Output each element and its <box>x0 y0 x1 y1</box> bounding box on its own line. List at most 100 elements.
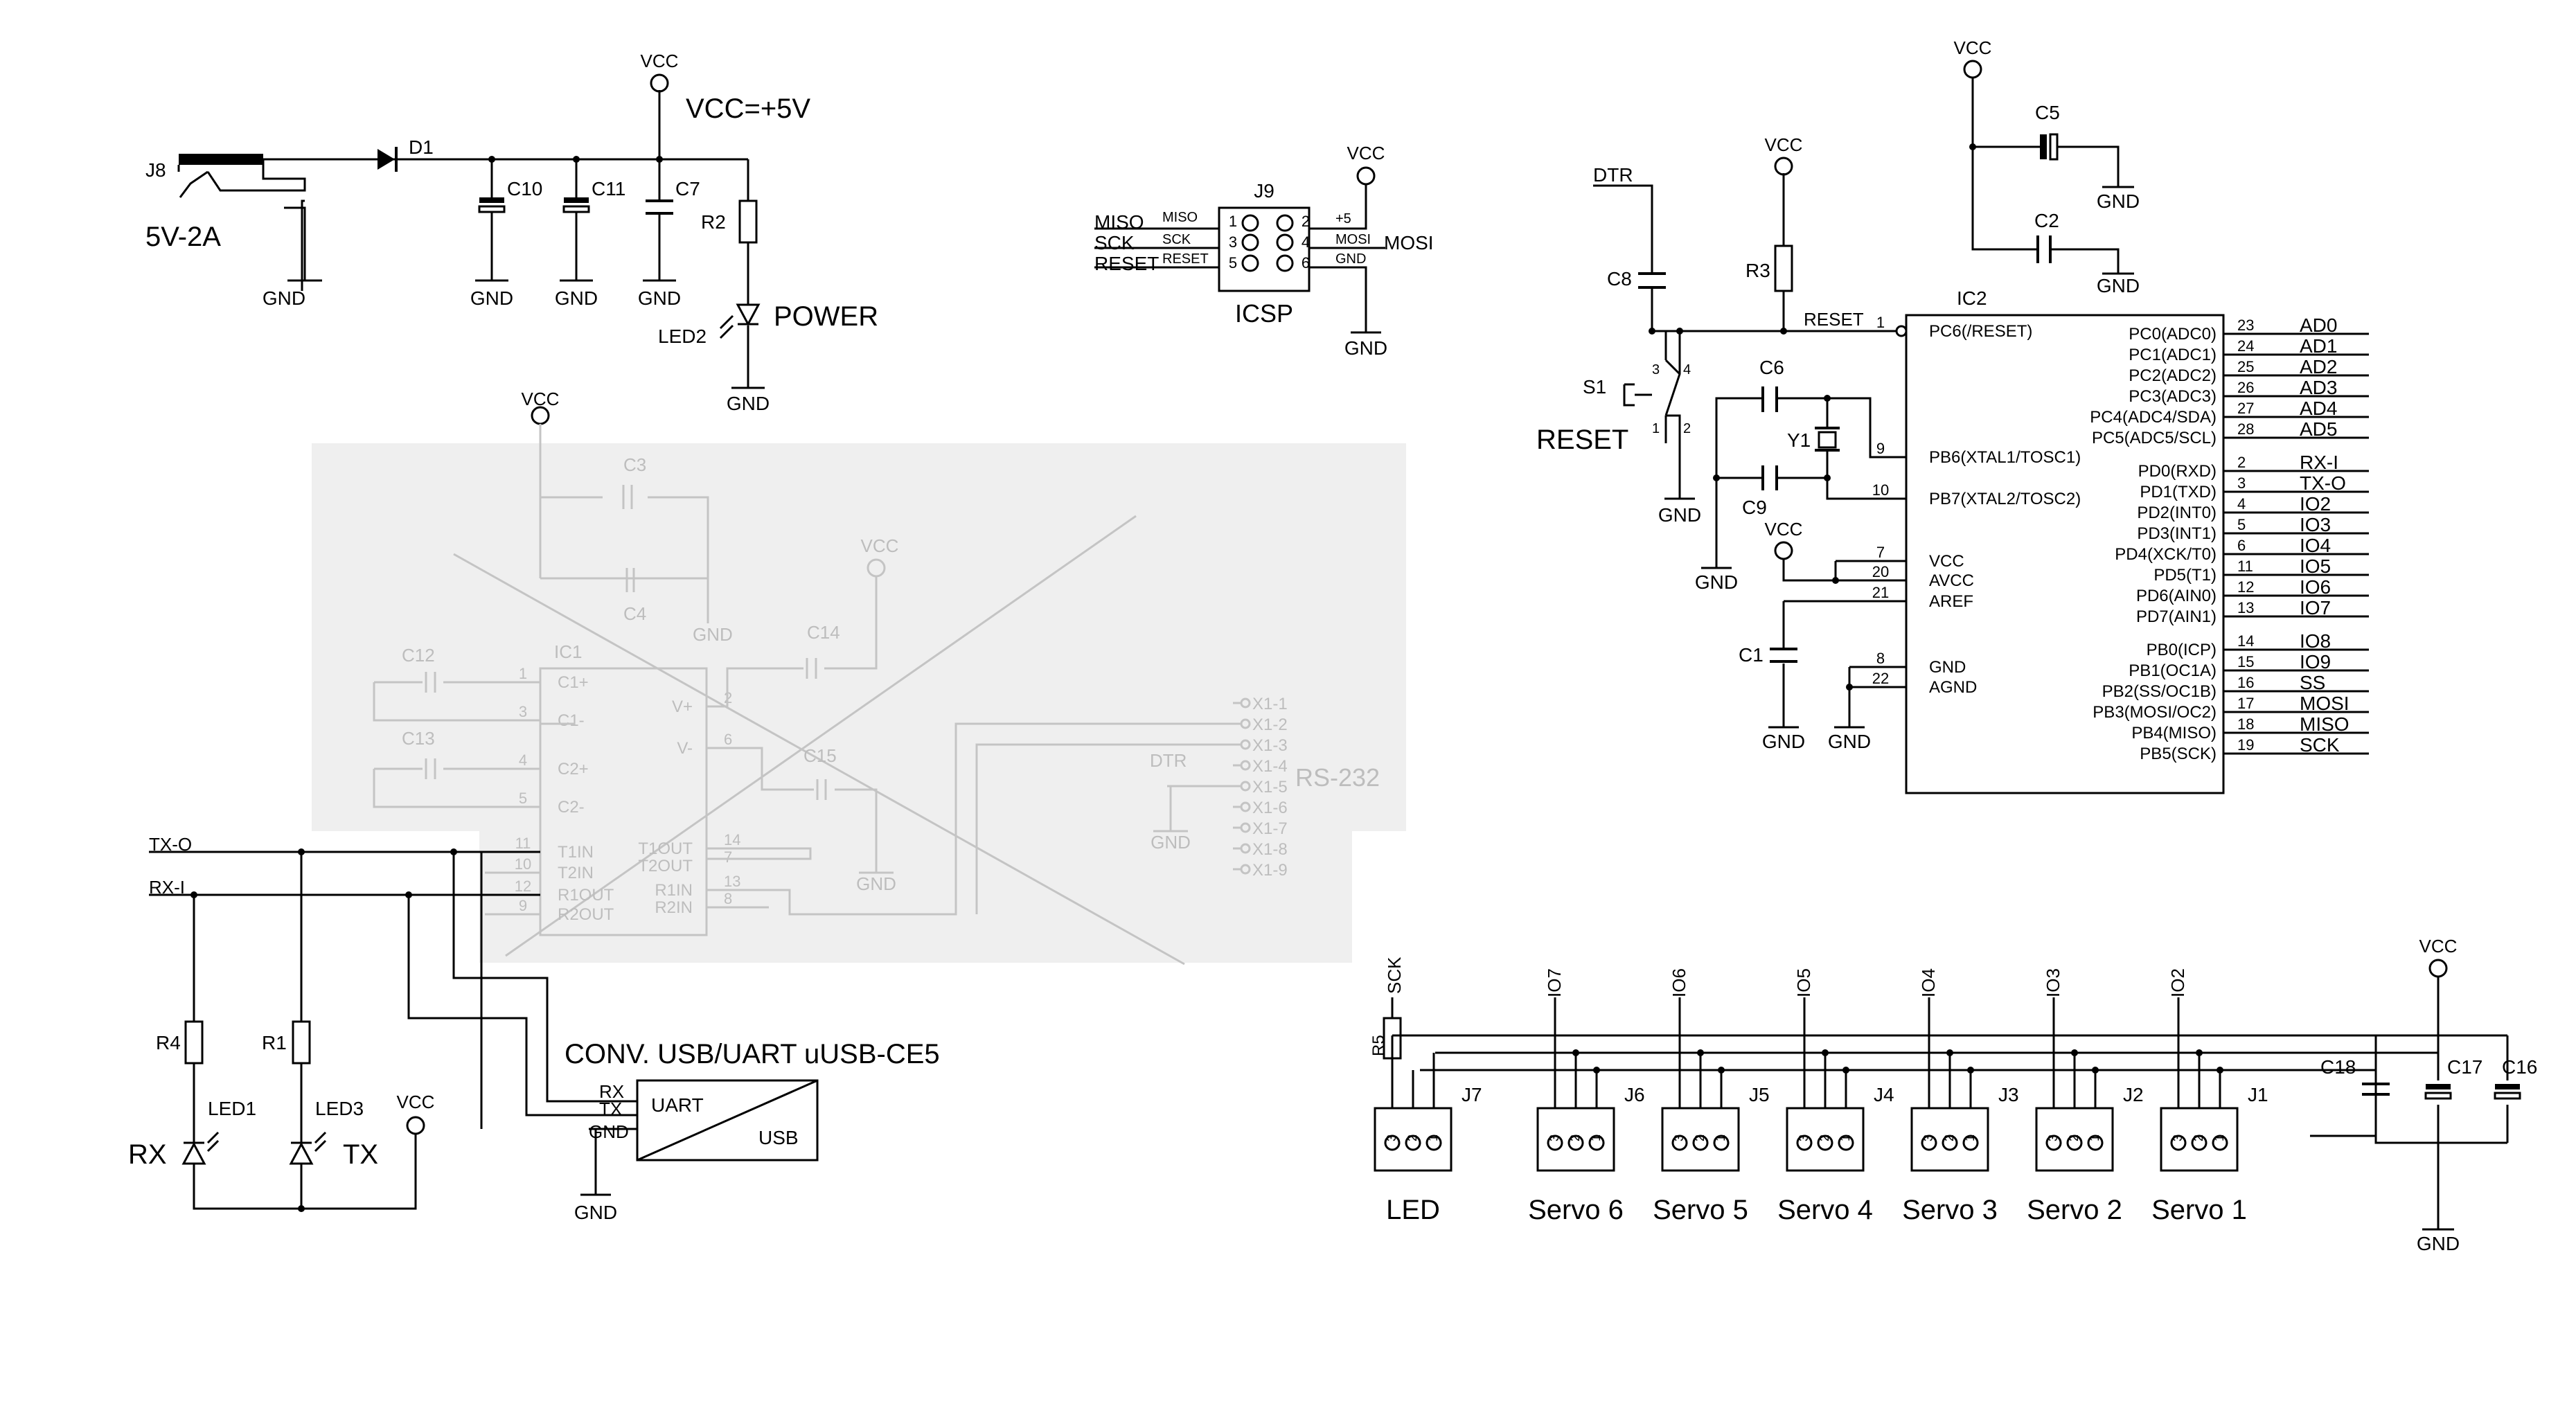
mcu-net-label: AD3 <box>2300 377 2337 398</box>
mcu-net-label: SCK <box>2300 734 2340 756</box>
ic1-pin-name: C1+ <box>558 673 589 692</box>
servo-ref: J2 <box>2123 1084 2144 1105</box>
rx-led-label: RX <box>128 1139 167 1170</box>
mcu-net-label: AD1 <box>2300 335 2337 357</box>
servo-pin-number: 3 <box>1385 1134 1398 1141</box>
svg-text:C9: C9 <box>1742 497 1767 518</box>
mcu-net-label: AD2 <box>2300 356 2337 377</box>
svg-text:GND: GND <box>2097 190 2140 212</box>
mcu-pin-number: 4 <box>2237 495 2246 513</box>
power-section: J8 5V-2A GND D1 C10 GND C11 GND C7 GND V… <box>145 51 878 414</box>
svg-text:R1: R1 <box>262 1032 287 1053</box>
servo-pin <box>1671 1134 1688 1151</box>
servo-pin-number: 1 <box>1714 1134 1727 1141</box>
mcu-pin-name: PB4(MISO) <box>2131 724 2217 742</box>
usb-converter-title: CONV. USB/UART uUSB-CE5 <box>565 1039 940 1069</box>
servo-pin-number: 3 <box>1797 1134 1811 1141</box>
c7-gnd: GND <box>638 287 681 309</box>
servo-pin-number: 2 <box>1693 1134 1707 1141</box>
d1-diode <box>377 149 395 170</box>
servo-net-label: IO5 <box>1793 968 1814 997</box>
servo-pin-number: 1 <box>2212 1134 2226 1141</box>
x1-pin-label: X1-7 <box>1252 819 1288 838</box>
servo-pin-number: 2 <box>1942 1134 1956 1141</box>
svg-text:GND: GND <box>1828 731 1871 752</box>
svg-text:C17: C17 <box>2447 1056 2482 1078</box>
mcu-net-label: IO3 <box>2300 514 2331 535</box>
rs232-strike <box>453 515 1185 965</box>
ic1-pin-number: 1 <box>519 665 527 682</box>
svg-text:3: 3 <box>1229 233 1237 251</box>
jack-gnd-label: GND <box>263 287 305 309</box>
mcu-pin-number: 7 <box>1876 544 1885 561</box>
svg-text:GND: GND <box>1335 251 1366 267</box>
c7-ref: C7 <box>675 178 700 199</box>
mcu-pin-number: 5 <box>2237 516 2246 533</box>
servo-pin-number: 3 <box>1921 1134 1935 1141</box>
svg-text:GND: GND <box>1344 337 1387 359</box>
servo-pin-number: 3 <box>2046 1134 2060 1141</box>
r2-ref: R2 <box>701 211 726 233</box>
servo-wires <box>1678 997 1723 1108</box>
mcu-pin-number: 27 <box>2237 400 2254 417</box>
servo-label: LED <box>1386 1195 1440 1225</box>
servo-pin <box>1588 1134 1605 1151</box>
mcu-pin-number: 18 <box>2237 715 2254 733</box>
mcu-pin-number: 8 <box>1876 650 1885 667</box>
servo-net-label: IO3 <box>2043 968 2063 997</box>
mcu-pin-number: 1 <box>1876 314 1885 331</box>
ic1-pin-name: V+ <box>672 697 693 716</box>
svg-text:R3: R3 <box>1746 260 1770 281</box>
tx-led-label: TX <box>343 1139 378 1170</box>
mcu-pin-name: PD5(T1) <box>2153 566 2217 585</box>
jack-value: 5V-2A <box>145 222 221 252</box>
net-reset: RESET <box>1094 253 1159 274</box>
ic1-pin-name: R1OUT <box>558 886 614 905</box>
x1-pin-label: X1-3 <box>1252 736 1288 755</box>
x1-pin-label: X1-6 <box>1252 799 1288 817</box>
jack-gnd-wire <box>284 206 322 282</box>
servo-pin <box>2191 1134 2208 1151</box>
junction-dot <box>1822 1049 1829 1056</box>
c11-cap <box>564 197 589 203</box>
mcu-pin-name: PC6(/RESET) <box>1929 322 2032 341</box>
mcu-net-label: IO5 <box>2300 555 2331 577</box>
mcu-pin-number: 11 <box>2237 558 2253 575</box>
r1-resistor <box>292 1020 311 1065</box>
mcu-pin-name: PB2(SS/OC1B) <box>2102 682 2217 701</box>
servo-ref: J6 <box>1624 1084 1645 1105</box>
svg-text:VCC: VCC <box>1765 519 1803 540</box>
svg-text:C16: C16 <box>2502 1056 2537 1078</box>
svg-text:LED1: LED1 <box>208 1098 256 1119</box>
c10-ref: C10 <box>507 178 542 199</box>
x1-pin <box>1240 739 1251 750</box>
led-wires <box>1412 1053 1435 1108</box>
ic1-pin-number: 10 <box>515 855 531 873</box>
servo-pin-number: 2 <box>2067 1134 2081 1141</box>
svg-text:R5: R5 <box>1369 1035 1388 1056</box>
ic1-body <box>539 667 708 936</box>
servo-pin-number: 2 <box>1405 1134 1419 1141</box>
net-mosi: MOSI <box>1384 232 1434 253</box>
mcu-pin-number: 21 <box>1872 584 1889 601</box>
mcu-pin-number: 25 <box>2237 358 2254 375</box>
servo-wires <box>1554 997 1598 1108</box>
mcu-pin-number: 3 <box>2237 474 2246 492</box>
svg-text:C1: C1 <box>1739 644 1764 666</box>
svg-text:C18: C18 <box>2320 1056 2356 1078</box>
svg-text:SCK: SCK <box>1162 232 1191 247</box>
servo-net-label: IO4 <box>1918 968 1939 997</box>
svg-text:GND: GND <box>1762 731 1805 752</box>
svg-text:4: 4 <box>1683 362 1691 377</box>
mcu-pin-name: PB5(SCK) <box>2140 745 2217 763</box>
ic1-pin-number: 9 <box>519 897 527 914</box>
c10-gnd: GND <box>470 287 513 309</box>
mcu-pin-name: PC3(ADC3) <box>2129 387 2217 406</box>
usb-uart-module <box>636 1079 819 1162</box>
c6-c9-caps <box>1761 386 1778 490</box>
ic1-pin-number: 8 <box>724 890 732 907</box>
mcu-pin-number: 17 <box>2237 695 2254 712</box>
r4-resistor <box>184 1020 204 1065</box>
ic1-pin-name: C2- <box>558 798 585 817</box>
